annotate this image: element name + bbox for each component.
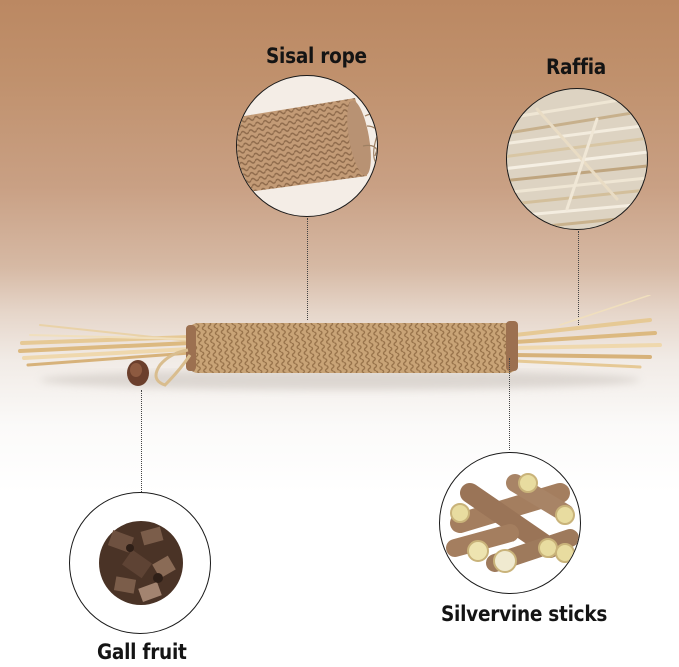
cat-toy-stick (18, 295, 662, 390)
silvervine-circle (439, 452, 581, 594)
sisal-rope-image (237, 98, 377, 194)
silvervine-sticks-image (446, 473, 579, 573)
silvervine-sticks-label: Silvervine sticks (441, 602, 608, 626)
sisal-rope-circle (236, 75, 378, 217)
gall-fruit-leader (141, 390, 142, 492)
left-raffia-tassel (18, 324, 192, 367)
sisal-rope-leader (307, 218, 308, 320)
raffia-leader (578, 231, 579, 327)
silvervine-leader (509, 358, 510, 450)
raffia-image (507, 94, 647, 229)
right-raffia-tassel (513, 295, 662, 369)
gall-fruit-image (99, 521, 183, 605)
gall-fruit-label: Gall fruit (97, 640, 187, 664)
gall-fruit-circle (69, 492, 211, 634)
raffia-label: Raffia (546, 55, 607, 79)
raffia-circle (506, 88, 648, 230)
sisal-rope-label: Sisal rope (266, 44, 367, 68)
